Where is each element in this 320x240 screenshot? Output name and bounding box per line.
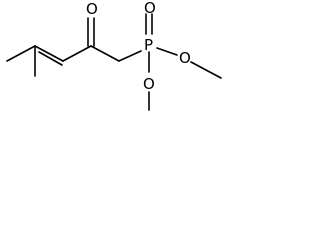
molecule-svg: O P O O O (6, 0, 222, 111)
bond-o-methyl-right (190, 61, 222, 79)
bond-c3-c4 (34, 45, 64, 62)
atom-phosphoryl-oxygen: O (144, 0, 156, 17)
atom-phosphorus: P (144, 36, 153, 54)
bond-ch2-p (118, 50, 142, 62)
bonds (6, 13, 222, 111)
atom-ester-oxygen-bottom: O (143, 75, 155, 93)
bond-c4-c5 (62, 45, 92, 62)
atom-ester-oxygen-right: O (179, 49, 191, 67)
structure-diagram: O P O O O (0, 0, 250, 114)
bond-c3-c4-double (38, 51, 63, 66)
bond-p-o-right (156, 47, 178, 56)
bond-methyl-upper (6, 45, 36, 62)
bond-c5-ch2 (90, 45, 120, 62)
atom-carbonyl-oxygen: O (86, 0, 98, 18)
atom-labels: O P O O O (86, 0, 191, 93)
